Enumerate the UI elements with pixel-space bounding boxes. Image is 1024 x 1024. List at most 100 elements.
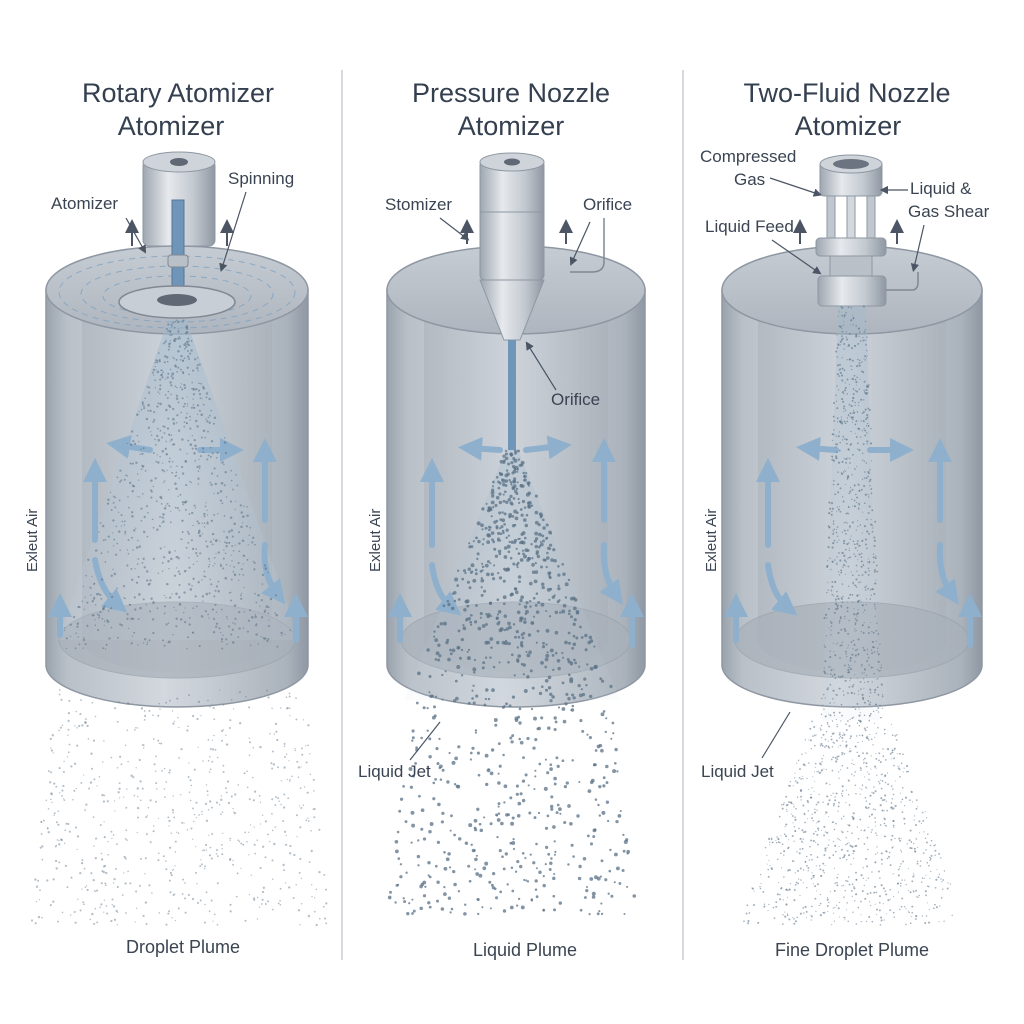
droplet-icon (573, 606, 577, 611)
droplet-icon (899, 775, 901, 778)
droplet-icon (874, 520, 877, 523)
droplet-icon (172, 422, 176, 425)
droplet-icon (899, 882, 902, 885)
droplet-icon (839, 421, 842, 424)
droplet-icon (163, 355, 167, 358)
droplet-icon (841, 818, 843, 820)
droplet-icon (883, 798, 886, 801)
droplet-icon (214, 603, 217, 606)
droplet-icon (426, 729, 429, 732)
droplet-icon (858, 724, 861, 727)
droplet-icon (779, 898, 782, 901)
droplet-icon (167, 417, 170, 420)
droplet-icon (471, 697, 474, 700)
droplet-icon (899, 768, 901, 771)
droplet-icon (903, 767, 905, 769)
droplet-icon (534, 510, 539, 515)
droplet-icon (843, 732, 845, 734)
droplet-icon (821, 744, 824, 747)
droplet-icon (867, 587, 869, 590)
droplet-icon (165, 623, 168, 626)
droplet-icon (166, 376, 169, 379)
droplet-icon (503, 614, 508, 618)
droplet-icon (831, 746, 834, 748)
droplet-icon (220, 729, 224, 733)
droplet-icon (196, 717, 199, 721)
droplet-icon (894, 734, 897, 737)
droplet-icon (832, 642, 834, 645)
droplet-icon (864, 434, 867, 437)
droplet-icon (265, 605, 269, 608)
droplet-icon (201, 595, 205, 598)
droplet-icon (112, 834, 115, 836)
droplet-icon (847, 585, 850, 587)
droplet-icon (149, 841, 152, 844)
droplet-icon (490, 531, 495, 535)
droplet-icon (277, 797, 280, 800)
droplet-icon (827, 723, 829, 725)
droplet-icon (145, 833, 148, 836)
droplet-icon (481, 543, 485, 546)
droplet-icon (855, 381, 858, 384)
droplet-icon (840, 628, 843, 631)
droplet-icon (183, 402, 186, 405)
droplet-icon (81, 859, 84, 862)
droplet-icon (585, 885, 589, 889)
droplet-icon (517, 897, 521, 901)
droplet-icon (848, 842, 850, 844)
droplet-icon (417, 864, 420, 867)
droplet-icon (502, 483, 506, 487)
droplet-icon (223, 515, 226, 517)
droplet-icon (836, 528, 838, 530)
droplet-icon (279, 899, 281, 902)
droplet-icon (394, 840, 399, 844)
droplet-icon (810, 747, 812, 750)
droplet-icon (466, 604, 470, 608)
droplet-icon (490, 494, 495, 498)
droplet-icon (879, 704, 881, 707)
droplet-icon (188, 583, 191, 586)
droplet-icon (837, 508, 840, 511)
droplet-icon (174, 320, 177, 323)
droplet-icon (853, 763, 855, 766)
droplet-icon (238, 840, 241, 843)
droplet-icon (612, 769, 617, 774)
droplet-icon (782, 803, 785, 806)
droplet-icon (843, 411, 845, 413)
droplet-icon (399, 797, 404, 801)
droplet-icon (168, 489, 170, 491)
droplet-icon (189, 588, 193, 591)
droplet-icon (229, 858, 232, 861)
droplet-icon (867, 384, 870, 386)
droplet-icon (182, 359, 185, 362)
droplet-icon (846, 543, 849, 546)
droplet-icon (248, 741, 252, 744)
droplet-icon (534, 879, 538, 883)
droplet-icon (871, 509, 874, 512)
droplet-icon (220, 798, 223, 801)
droplet-icon (471, 746, 475, 750)
droplet-icon (867, 700, 870, 702)
droplet-icon (837, 771, 840, 773)
droplet-icon (135, 461, 138, 464)
droplet-icon (814, 808, 816, 810)
droplet-icon (567, 612, 571, 616)
droplet-icon (621, 868, 625, 873)
droplet-icon (248, 534, 251, 537)
droplet-icon (517, 635, 521, 639)
droplet-icon (929, 859, 932, 861)
droplet-icon (112, 882, 115, 884)
droplet-icon (585, 888, 589, 893)
droplet-icon (130, 617, 133, 620)
droplet-icon (198, 465, 201, 468)
droplet-icon (189, 419, 191, 421)
droplet-icon (553, 872, 556, 876)
droplet-icon (170, 557, 173, 561)
droplet-icon (439, 778, 443, 781)
twofluid-base-ring (817, 275, 887, 307)
droplet-icon (829, 783, 831, 786)
droplet-icon (901, 897, 904, 900)
droplet-icon (186, 366, 189, 369)
droplet-icon (866, 384, 868, 386)
droplet-icon (175, 394, 179, 397)
